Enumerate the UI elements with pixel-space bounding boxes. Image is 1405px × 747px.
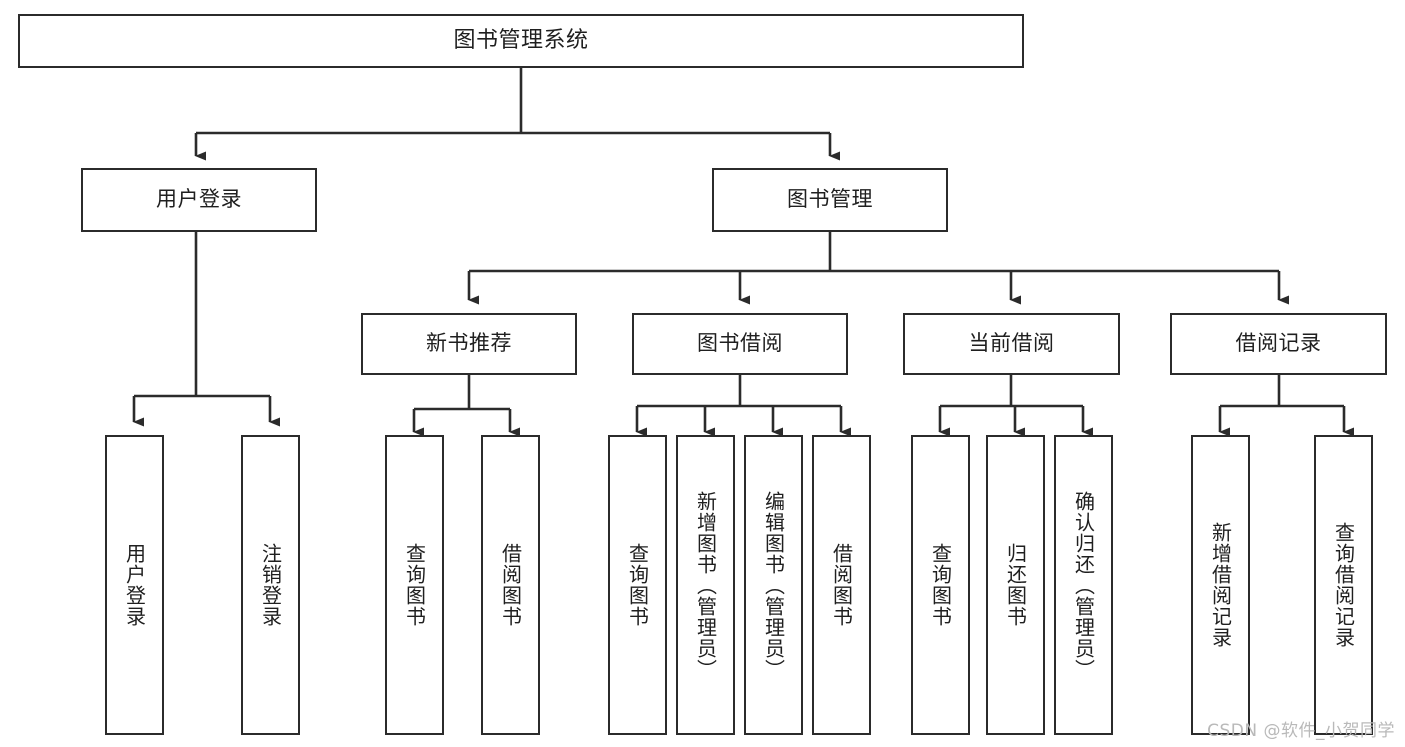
csdn-watermark: CSDN @软件_小贺同学 <box>1207 721 1395 741</box>
node-label: 确认归还（管理员） <box>1071 490 1096 680</box>
node-root-system[interactable]: 图书管理系统 <box>18 14 1024 68</box>
node-current-borrow[interactable]: 当前借阅 <box>903 313 1120 375</box>
node-label: 查询图书 <box>928 543 953 627</box>
node-label: 用户登录 <box>156 187 242 212</box>
node-label: 新增图书（管理员） <box>693 490 718 680</box>
node-label: 新书推荐 <box>426 331 512 356</box>
node-leaf-query-book-newbook[interactable]: 查询图书 <box>385 435 444 735</box>
node-leaf-borrow-book[interactable]: 借阅图书 <box>812 435 871 735</box>
node-leaf-add-borrow-record[interactable]: 新增借阅记录 <box>1191 435 1250 735</box>
node-label: 图书借阅 <box>697 331 783 356</box>
node-book-borrow[interactable]: 图书借阅 <box>632 313 848 375</box>
node-label: 借阅图书 <box>498 543 523 627</box>
node-label: 借阅记录 <box>1235 331 1322 356</box>
node-label: 用户登录 <box>122 543 147 627</box>
node-leaf-add-book-admin[interactable]: 新增图书（管理员） <box>676 435 735 735</box>
node-borrow-record[interactable]: 借阅记录 <box>1170 313 1387 375</box>
node-leaf-user-login[interactable]: 用户登录 <box>105 435 164 735</box>
node-leaf-edit-book-admin[interactable]: 编辑图书（管理员） <box>744 435 803 735</box>
node-leaf-logout[interactable]: 注销登录 <box>241 435 300 735</box>
node-label: 查询借阅记录 <box>1331 522 1356 648</box>
node-user-login[interactable]: 用户登录 <box>81 168 317 232</box>
node-book-management[interactable]: 图书管理 <box>712 168 948 232</box>
node-label: 注销登录 <box>258 543 283 627</box>
node-label: 新增借阅记录 <box>1208 522 1233 648</box>
node-leaf-borrow-book-newbook[interactable]: 借阅图书 <box>481 435 540 735</box>
node-label: 借阅图书 <box>829 543 854 627</box>
node-label: 图书管理系统 <box>453 27 589 53</box>
node-new-book-recommend[interactable]: 新书推荐 <box>361 313 577 375</box>
node-label: 编辑图书（管理员） <box>761 490 786 680</box>
node-label: 图书管理 <box>787 187 873 212</box>
node-leaf-query-borrow-record[interactable]: 查询借阅记录 <box>1314 435 1373 735</box>
node-leaf-query-book-current[interactable]: 查询图书 <box>911 435 970 735</box>
node-leaf-query-book-borrow[interactable]: 查询图书 <box>608 435 667 735</box>
node-label: 查询图书 <box>625 543 650 627</box>
node-leaf-return-book[interactable]: 归还图书 <box>986 435 1045 735</box>
node-label: 查询图书 <box>402 543 427 627</box>
node-leaf-confirm-return-admin[interactable]: 确认归还（管理员） <box>1054 435 1113 735</box>
node-label: 当前借阅 <box>968 331 1055 356</box>
node-label: 归还图书 <box>1003 543 1028 627</box>
